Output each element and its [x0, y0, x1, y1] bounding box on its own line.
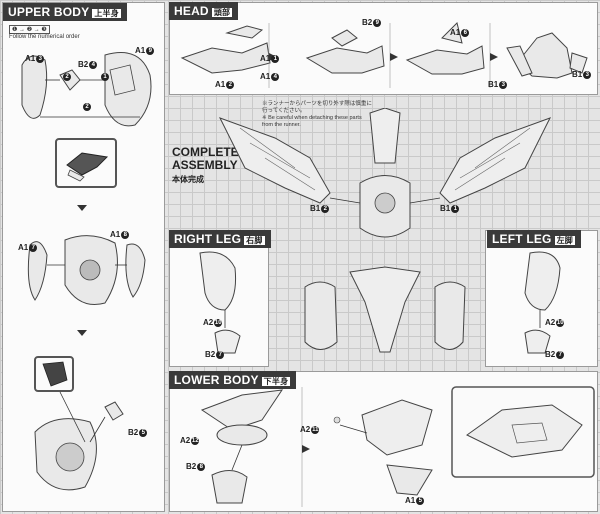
ub-arrow-1	[77, 205, 87, 211]
order-note: ❶ → ❷ → ❸ Follow the numerical order	[9, 25, 80, 40]
left-leg-drawing	[524, 251, 561, 354]
detail-part-drawing	[66, 152, 109, 182]
ub-step-2a: 2	[62, 72, 71, 81]
legs-center-drawing	[304, 266, 466, 353]
upper-body-step2-drawing	[27, 235, 146, 305]
upper-body-step3-drawing	[34, 361, 124, 491]
lower-body-drawing	[200, 386, 595, 507]
ub-step-2b: 2	[82, 102, 91, 111]
complete-assembly-drawing	[218, 108, 552, 238]
ub-arrow-2	[77, 330, 87, 336]
runner-note: ※ランナーからパーツを切り外す際は慎重に行ってください。 ※ Be carefu…	[262, 101, 372, 128]
ub-step-1: 1	[100, 72, 109, 81]
upper-body-step1-drawing	[21, 52, 152, 127]
upper-body-step3-inset	[34, 356, 74, 392]
complete-assembly-title: COMPLETE ASSEMBLY 本体完成	[172, 145, 239, 185]
right-leg-drawing	[199, 251, 241, 354]
head-steps-drawing	[180, 22, 588, 88]
head-panel	[169, 2, 598, 95]
